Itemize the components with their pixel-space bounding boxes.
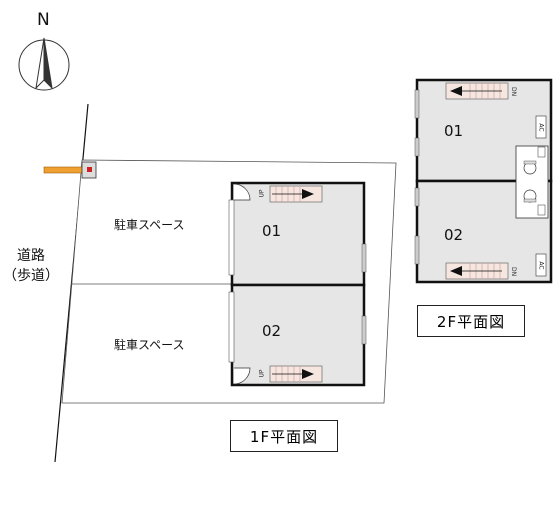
floor2-room-number-01: 01 [444,122,464,140]
floor1-side-window-02 [361,315,367,345]
floor1-building [228,181,367,387]
floor1-side-window-01 [361,243,367,273]
floor2-building [414,78,553,284]
floor1-door-01 [233,183,251,201]
road-label-line2: （歩道） [3,268,59,284]
parking-label-01: 駐車スペース [114,218,185,232]
compass-icon [18,37,70,91]
floor1-stair-label-01: UP [258,189,266,198]
floor2-stair-label-02: DN [510,266,518,277]
floor1-window-01 [228,199,235,276]
floor1-room-number-02: 02 [262,322,282,340]
floor2-stair-label-01: DN [510,86,518,97]
road-label: 道路 （歩道） [3,246,59,286]
floor1-room-number-01: 01 [262,222,282,240]
floor2-ac-label-02: AC [537,261,545,270]
floor2-title: 2F平面図 [417,305,525,337]
utility-pipe [43,166,85,174]
floor2-ac-02 [535,253,547,277]
floor1-window-02 [228,291,235,363]
meter-indicator [87,167,92,172]
floor1-door-02 [233,367,251,385]
floor1-stair-label-02: UP [258,369,266,378]
floor2-room-number-02: 02 [444,226,464,244]
floor2-ac-01 [535,115,547,139]
north-label: N [37,10,50,30]
floor1-title: 1F平面図 [230,420,338,452]
floor2-ac-label-01: AC [537,123,545,132]
parking-label-02: 駐車スペース [114,338,185,352]
road-label-line1: 道路 [17,248,45,264]
